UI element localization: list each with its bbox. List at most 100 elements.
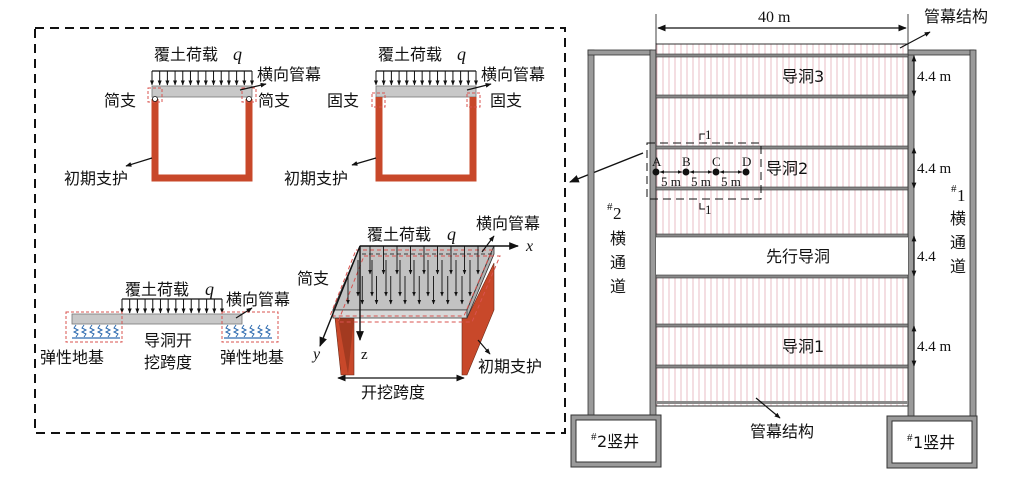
svg-text:通: 通 [610,253,626,272]
svg-text:1: 1 [957,186,966,205]
pipe-label: 横向管幕 [226,290,290,309]
section-mark-top: 1 [705,127,712,142]
svg-text:通: 通 [950,233,966,252]
pipe-structure-top-label: 管幕结构 [924,7,988,26]
support-left-label: 固支 [327,91,359,110]
drift-band: 导洞1 4.4 m [655,323,952,369]
drift-height-dim: 4.4 m [917,69,952,85]
pipe-roof-grid [655,43,909,407]
pipe-structure-bottom-label: 管幕结构 [750,422,814,441]
spring [112,324,120,338]
monitoring-point [682,168,690,176]
drift-height-dim: 4.4 [917,249,936,265]
spring [80,324,88,338]
load-label: 覆土荷载 [367,225,431,244]
svg-text:2: 2 [613,204,622,223]
point-label: B [682,154,691,169]
support-right-label: 固支 [490,91,522,110]
pipe-label: 横向管幕 [481,65,545,84]
spring [96,324,104,338]
drift-height-dim: 4.4 m [917,339,952,355]
foundation-left-label: 弹性地基 [40,348,104,367]
elastic-springs-right [224,324,272,339]
detail-pointer-arrow [569,152,644,183]
point-label: C [712,154,721,169]
drift-label: 先行导洞 [766,247,830,266]
point-spacing: 5 m [691,174,711,189]
svg-text:2竖井: 2竖井 [597,432,639,451]
svg-text:#: # [951,183,957,195]
svg-text:横: 横 [950,209,966,228]
svg-text:1竖井: 1竖井 [913,433,955,452]
pipe-roof-beam [151,85,253,98]
spring [72,324,80,338]
load-arrows [120,299,224,314]
point-spacing: 5 m [661,174,681,189]
axis-y-line [319,245,361,347]
load-label: 覆土荷载 [154,45,218,64]
elastic-springs-left [72,324,120,339]
shaft-right: # 1竖井 [886,415,978,469]
passage-right-label: # 1 横 通 道 [950,183,966,276]
span-label-line2: 挖跨度 [144,353,192,372]
drift-label: 导洞1 [782,337,824,356]
drift-label: 导洞3 [782,67,824,86]
load-arrows-3d [346,246,480,305]
spring [104,324,112,338]
load-arrows [150,71,254,86]
svg-text:#: # [907,432,913,444]
spring [224,324,232,338]
spring [264,324,272,338]
simply-supported-model: 覆土荷载 q 简支 简支 横向管幕 初期支护 [64,44,321,188]
shaft-left: # 2竖井 [570,414,662,468]
pipe-label: 横向管幕 [257,65,321,84]
monitoring-point [652,168,660,176]
fixed-supported-model: 覆土荷载 q 固支 固支 横向管幕 初期支护 [284,44,545,188]
section-mark-bottom: 1 [705,202,712,217]
monitoring-points-detail: 1 1 5 m 5 m 5 m A B C D [646,127,762,217]
load-symbol: q [205,279,214,299]
load-symbol: q [447,224,456,244]
width-dim-label: 40 m [758,9,791,26]
three-d-model: x y z 覆土荷载 q 横向管幕 简支 初期支护 开挖跨度 [297,214,542,402]
lining-label: 初期支护 [478,357,542,376]
pipe-label: 横向管幕 [476,214,540,233]
axis-x-label: x [525,238,533,255]
left-panel-frame [34,27,566,434]
monitoring-point [712,168,720,176]
pipe-roof-beam [375,85,477,98]
span-label: 开挖跨度 [361,383,425,402]
span-label-line1: 导洞开 [144,331,192,350]
drift-band: 导洞3 4.4 m [655,53,952,99]
support-right-label: 简支 [258,91,290,110]
load-symbol: q [457,44,466,64]
pipe-roof-beam [71,313,243,325]
svg-text:#: # [607,201,613,213]
svg-text:横: 横 [610,229,626,248]
elastic-foundation-model: 覆土荷载 q 横向管幕 弹性地基 弹性地基 导洞开 挖跨度 [40,279,290,372]
support-label: 简支 [297,269,329,288]
foundation-right-label: 弹性地基 [220,348,284,367]
spring [232,324,240,338]
load-symbol: q [233,44,242,64]
spring [88,324,96,338]
svg-text:#: # [591,431,597,443]
svg-text:道: 道 [610,277,626,296]
point-label: D [742,154,751,169]
spring [240,324,248,338]
support-left-label: 简支 [104,91,136,110]
axis-z-label: z [361,347,368,363]
svg-text:道: 道 [950,257,966,276]
axis-y-label: y [311,346,321,363]
point-spacing: 5 m [721,174,741,189]
drift-height-dim: 4.4 m [917,161,952,177]
primary-lining [375,97,477,182]
point-label: A [652,154,662,169]
spring [248,324,256,338]
lining-label: 初期支护 [284,169,348,188]
load-label: 覆土荷载 [378,45,442,64]
passage-left-label: # 2 横 通 道 [607,201,626,296]
